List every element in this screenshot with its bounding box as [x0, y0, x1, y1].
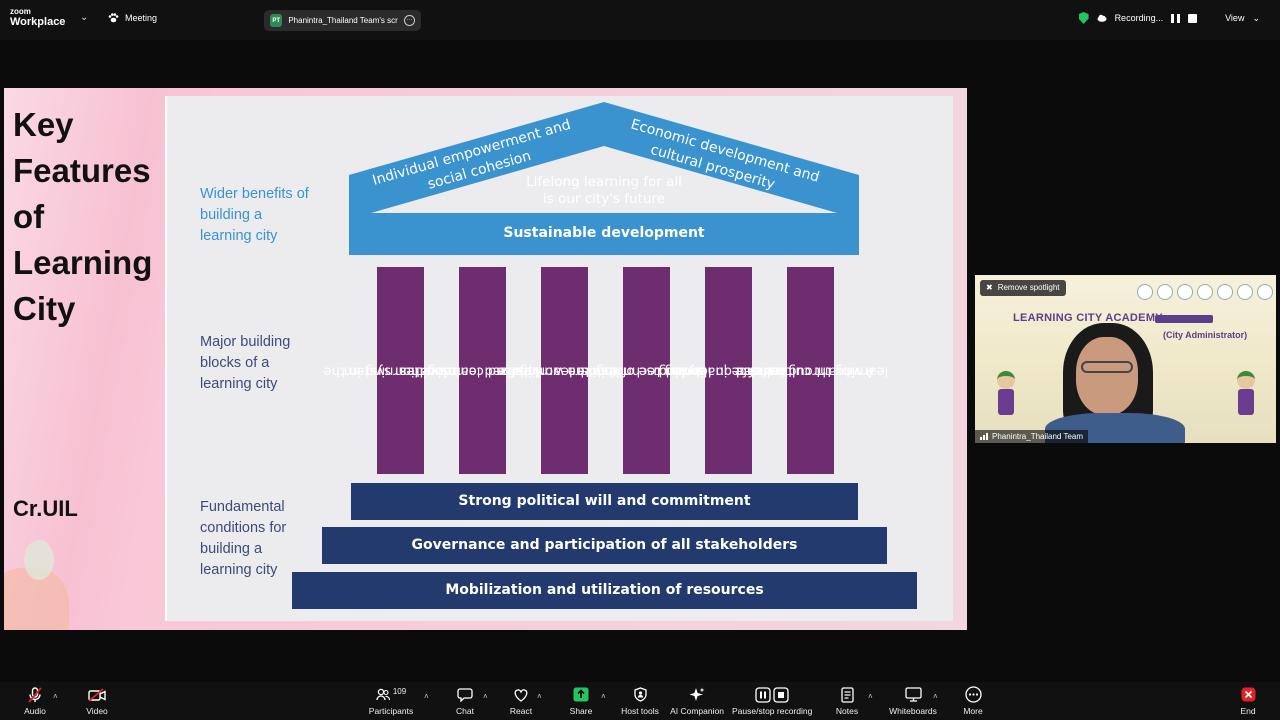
stop-icon — [773, 686, 789, 703]
camera-off-icon — [88, 687, 106, 702]
partner-logos — [1137, 284, 1273, 300]
participant-name-tag: Phanintra_Thailand Team — [975, 430, 1089, 443]
chat-icon — [457, 688, 473, 702]
sparkle-icon — [689, 687, 705, 701]
share-title: Phanintra_Thailand Team's scree — [288, 16, 399, 25]
whiteboards-options-chevron-icon[interactable]: ˄ — [933, 692, 938, 701]
heart-icon — [514, 688, 528, 702]
step-political-will: Strong political will and commitment — [351, 483, 858, 520]
step-mobilization: Mobilization and utilization of resource… — [292, 572, 917, 609]
more-icon — [964, 686, 982, 703]
slide-title: Key Features of Learning City — [13, 106, 153, 327]
host-tools-button[interactable]: Host tools — [620, 686, 660, 716]
banner-subtitle: (City Administrator) — [1163, 330, 1248, 340]
logo-line1: zoom — [10, 7, 31, 16]
chat-options-chevron-icon[interactable]: ˄ — [483, 692, 488, 701]
video-button[interactable]: Video — [84, 686, 110, 716]
beam-sustainable-development: Sustainable development — [503, 225, 705, 241]
label-wider-benefits: Wider benefits of building a learning ci… — [200, 186, 309, 244]
chat-button[interactable]: Chat — [452, 686, 478, 716]
pause-recording-icon[interactable] — [1171, 13, 1181, 23]
close-icon — [1241, 687, 1255, 702]
banner-title: LEARNING CITY ACADEMY — [1013, 312, 1163, 324]
notes-icon — [840, 686, 854, 703]
mascot-left — [997, 371, 1017, 421]
whiteboards-button[interactable]: Whiteboards — [888, 686, 938, 716]
participants-button[interactable]: 109 Participants — [368, 687, 414, 716]
audio-button[interactable]: Audio — [22, 686, 48, 716]
pause-stop-recording-button[interactable]: Pause/stop recording — [732, 686, 812, 716]
screen-share-pill[interactable]: PT Phanintra_Thailand Team's scree ··· — [264, 10, 421, 31]
end-button[interactable]: End — [1236, 686, 1260, 716]
roof-center-text: Lifelong learning for all is our city's … — [526, 174, 682, 207]
audio-options-chevron-icon[interactable]: ˄ — [53, 692, 58, 701]
signal-icon — [980, 433, 988, 440]
label-building-blocks: Major building blocks of a learning city — [200, 334, 291, 392]
react-options-chevron-icon[interactable]: ˄ — [537, 692, 542, 701]
decorative-blob — [24, 540, 54, 580]
more-options-icon[interactable]: ··· — [404, 15, 415, 26]
top-bar: zoom Workplace ⌄ Meeting PT Phanintra_Th… — [0, 0, 1280, 40]
shield-icon — [633, 687, 647, 702]
chevron-down-icon[interactable]: ⌄ — [80, 12, 89, 23]
ai-companion-button[interactable]: AI Companion — [670, 686, 724, 716]
chevron-down-icon[interactable]: ⌄ — [1252, 12, 1260, 23]
share-screen-icon — [573, 687, 589, 702]
share-button[interactable]: Share — [568, 686, 594, 716]
shared-screen: Key Features of Learning City Cr.UIL Wid… — [4, 88, 967, 630]
pin-icon: ✖ — [986, 283, 993, 292]
view-button[interactable]: View — [1225, 13, 1245, 23]
recording-status: Recording... — [1114, 13, 1164, 23]
whiteboard-icon — [904, 687, 922, 702]
remove-spotlight-button[interactable]: ✖ Remove spotlight — [980, 280, 1066, 296]
cloud-icon — [1097, 14, 1107, 22]
banner-tag — [1155, 315, 1213, 323]
meeting-toolbar: Audio ˄ Video 109 Participants ˄ Chat — [0, 682, 1280, 720]
participants-options-chevron-icon[interactable]: ˄ — [424, 692, 429, 701]
stop-recording-icon[interactable] — [1188, 13, 1198, 23]
logo-line2: Workplace — [10, 16, 66, 28]
shield-icon[interactable] — [1078, 12, 1089, 24]
meeting-info-button[interactable]: Meeting — [108, 13, 157, 23]
share-options-chevron-icon[interactable]: ˄ — [601, 692, 606, 701]
step-governance: Governance and participation of all stak… — [322, 527, 887, 564]
meeting-label: Meeting — [125, 13, 158, 23]
pause-icon — [755, 686, 771, 703]
mascot-right — [1237, 371, 1257, 421]
people-icon — [376, 688, 390, 701]
avatar: PT — [270, 14, 283, 27]
paw-icon — [108, 13, 119, 23]
notes-options-chevron-icon[interactable]: ˄ — [868, 692, 873, 701]
participant-video-tile[interactable]: LEARNING CITY ACADEMY (City Administrato… — [975, 275, 1276, 443]
notes-button[interactable]: Notes — [834, 686, 860, 716]
zoom-logo[interactable]: zoom Workplace — [10, 8, 65, 28]
label-fundamental-conditions: Fundamental conditions for building a le… — [200, 499, 287, 578]
more-button[interactable]: More — [960, 686, 986, 716]
top-right-controls: Recording... View ⌄ — [1078, 12, 1260, 24]
slide-credit: Cr.UIL — [13, 496, 78, 521]
participant-count: 109 — [392, 687, 407, 696]
react-button[interactable]: React — [508, 686, 534, 716]
roof-inner-triangle — [371, 146, 837, 213]
roof-graphic: Individual empowerment and social cohesi… — [349, 102, 859, 255]
mic-muted-icon — [28, 686, 42, 703]
